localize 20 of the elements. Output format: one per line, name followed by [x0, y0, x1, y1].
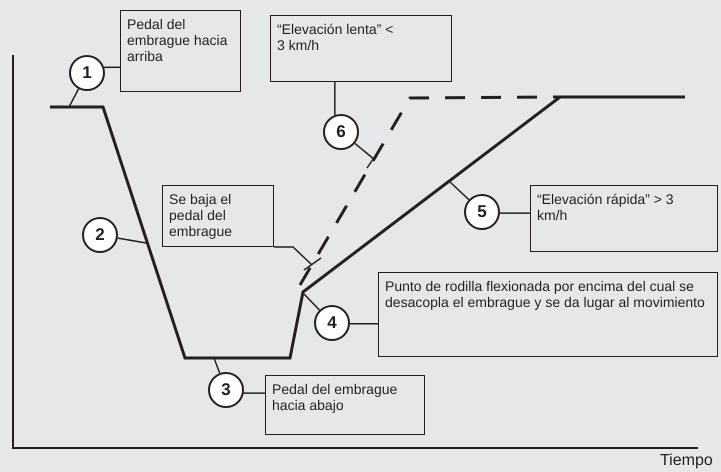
callout-text: Pedal del embrague hacia arriba [120, 10, 241, 92]
leader-line [500, 212, 530, 214]
leader-line [244, 392, 265, 394]
callout-text: Punto de rodilla flexionada por encima del cual se desacopla el embrague y se da lugar al movimiento [378, 272, 718, 357]
leader-line [303, 293, 320, 311]
leader-line [68, 88, 80, 108]
axis-label: Tiempo [660, 452, 713, 470]
callout-text: Pedal del embrague hacia abajo [265, 375, 425, 435]
leader-line [118, 237, 146, 244]
leader-line [213, 358, 220, 374]
callout-number: 1 [69, 55, 105, 91]
leader-line [334, 82, 336, 116]
leader-line [354, 142, 383, 168]
leader-line [350, 323, 378, 325]
callout-number: 3 [208, 372, 244, 408]
callout-text: “Elevación lenta” < 3 km/h [270, 15, 452, 82]
leader-line [449, 181, 470, 200]
callout-text: “Elevación rápida” > 3 km/h [530, 185, 718, 252]
leader-line [104, 66, 120, 68]
leader-line [274, 246, 322, 271]
